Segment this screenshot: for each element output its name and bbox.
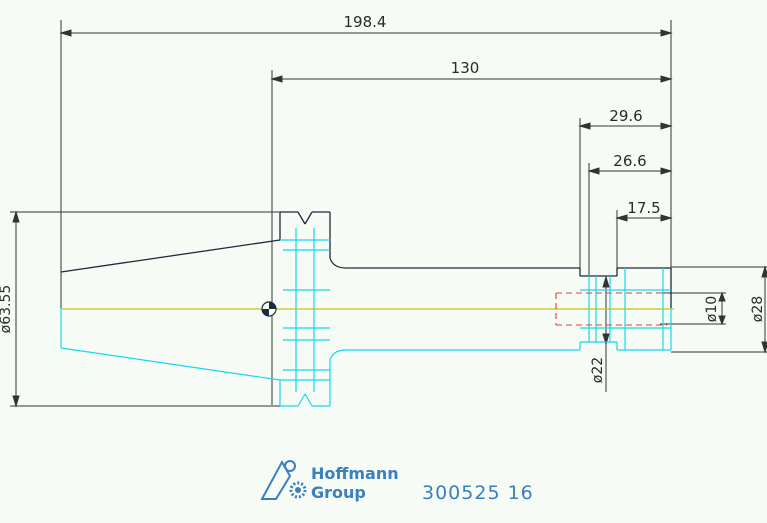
dim-17-5: 17.5: [627, 199, 660, 217]
dim-bore-diameter: ø10: [704, 296, 720, 322]
dim-flange-diameter: ø63.55: [0, 285, 14, 334]
bore-hidden-lines: [555, 292, 667, 326]
dim-overall-length: 198.4: [344, 13, 387, 31]
dim-gauge-length: 130: [451, 59, 480, 77]
dim-shank-diameter: ø22: [590, 357, 606, 383]
part-number: 300525 16: [422, 482, 534, 504]
brand-name-line1: Hoffmann: [311, 464, 399, 483]
dim-26-6: 26.6: [613, 152, 646, 170]
logo-head-icon: [284, 460, 296, 472]
hoffmann-logo: Hoffmann Group: [260, 459, 399, 502]
logo-triangle-icon: [260, 459, 292, 500]
brand-name-line2: Group: [311, 483, 366, 502]
dim-nut-diameter: ø28: [750, 296, 766, 322]
dim-29-6: 29.6: [609, 107, 642, 125]
part-outline-bottom: [60, 228, 672, 407]
dimension-lines: [10, 20, 767, 408]
gauge-point-symbol: [261, 301, 277, 317]
part-outline-top: [60, 211, 672, 308]
logo-gear-icon: [289, 481, 307, 499]
